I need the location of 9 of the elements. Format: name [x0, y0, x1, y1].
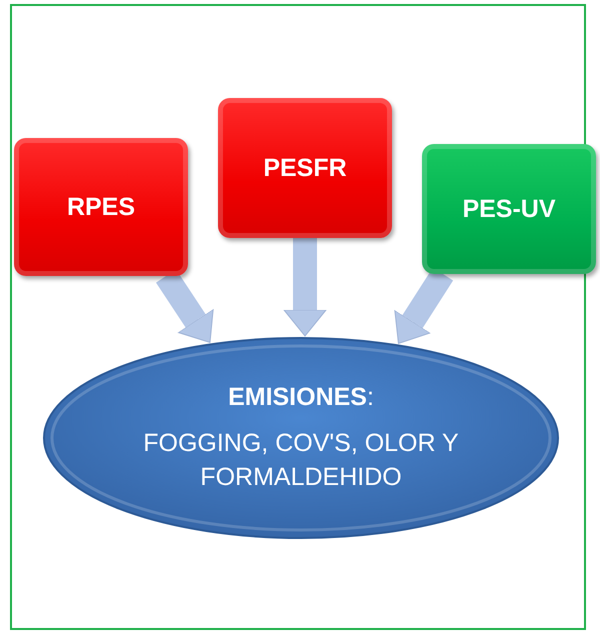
process-box — [218, 98, 392, 238]
body-text: FOGGING, COV'S, OLOR Y FORMALDEHIDO — [142, 428, 460, 493]
box-label: PES-UV — [462, 194, 556, 224]
result-ellipse — [42, 336, 560, 540]
process-box — [422, 144, 596, 274]
process-box — [14, 138, 188, 276]
box-label: PESFR — [263, 154, 347, 182]
box-label: RPES — [66, 192, 136, 222]
heading-text: EMISIONES: — [228, 382, 374, 414]
